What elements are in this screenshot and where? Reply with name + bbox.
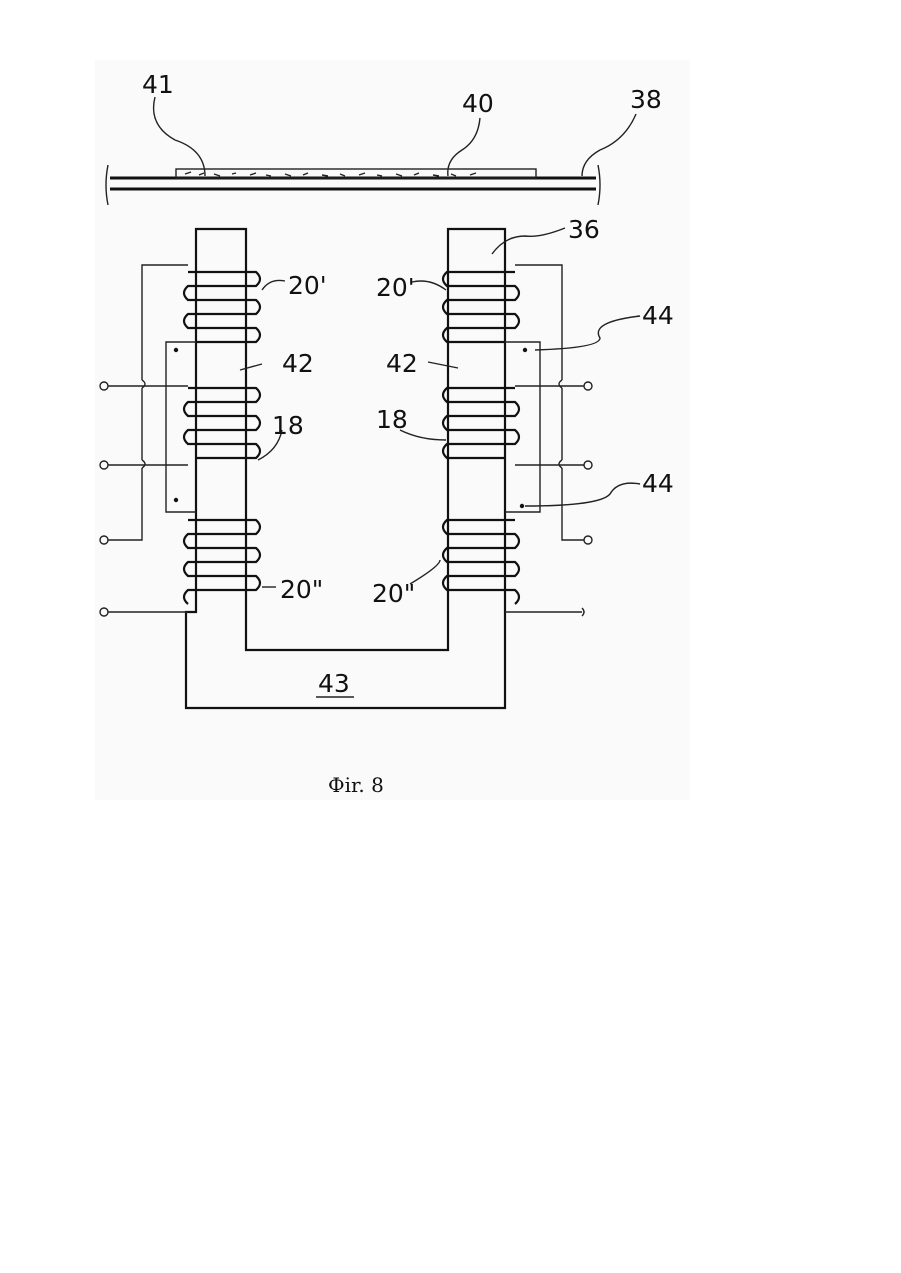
label-18-right: 18 [376, 405, 408, 434]
label-18-left: 18 [272, 411, 304, 440]
label-42-left: 42 [282, 349, 314, 378]
label-40: 40 [462, 89, 494, 118]
label-20-double-prime-left: 20" [280, 575, 323, 604]
label-44-top: 44 [642, 301, 674, 330]
label-20-double-prime-right: 20" [372, 579, 415, 608]
label-36: 36 [568, 215, 600, 244]
figure-caption: Фir. 8 [328, 773, 384, 797]
label-42-right: 42 [386, 349, 418, 378]
label-44-bottom: 44 [642, 469, 674, 498]
label-41: 41 [142, 70, 174, 99]
label-38: 38 [630, 85, 662, 114]
label-20-prime-right: 20' [376, 273, 415, 302]
label-43: 43 [318, 669, 350, 698]
label-20-prime-left: 20' [288, 271, 327, 300]
